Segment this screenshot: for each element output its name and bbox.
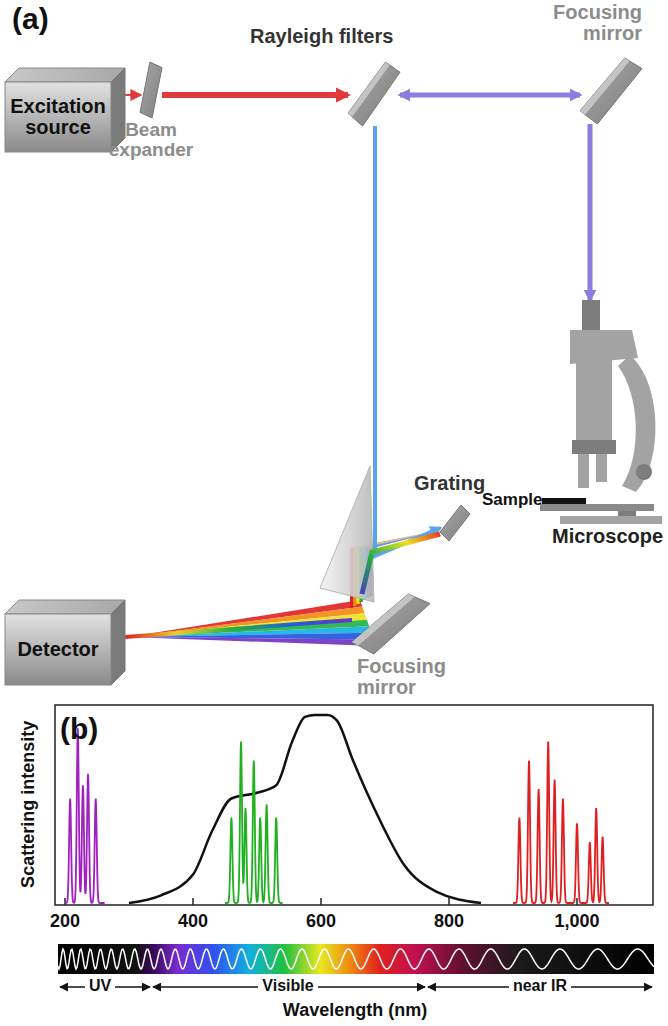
focusing-mirror: Focusing mirror	[352, 594, 430, 654]
axis-title: Wavelength (nm)	[255, 1000, 455, 1021]
light-beam	[162, 92, 348, 98]
part-label: Focusing mirror	[522, 2, 642, 44]
sample-label-text: Sample	[482, 490, 542, 509]
panel-label-text: (a)	[12, 2, 49, 35]
light-beam	[125, 94, 140, 96]
focusing-mirror-shape	[580, 58, 642, 124]
panel-label: (a)	[12, 2, 49, 37]
axis-title-text: Scattering intensity	[18, 721, 38, 888]
range-label: near IR	[490, 977, 590, 995]
tick-label-text: 600	[306, 911, 336, 931]
rayleigh-filter-shape	[348, 62, 400, 126]
range-label-text: UV	[85, 977, 115, 994]
light-beam	[588, 124, 593, 300]
box-label: Excitation source	[5, 82, 111, 152]
range-label-text: near IR	[509, 977, 571, 994]
beam-expander: Beam expander	[140, 62, 162, 118]
focusing-mirror: Focusing mirror	[580, 58, 642, 124]
box-label: Detector	[5, 614, 111, 685]
tick-label: 800	[419, 911, 479, 932]
axis-title-text: Wavelength (nm)	[283, 1000, 427, 1020]
tick-label-text: 400	[178, 911, 208, 931]
range-label: Visible	[238, 977, 338, 995]
wave	[58, 949, 654, 969]
tick-label: 600	[291, 911, 351, 932]
grating-shape	[440, 505, 470, 541]
detector-box: Detector	[5, 600, 125, 685]
tick-label-text: 200	[50, 911, 80, 931]
axis-title: Scattering intensity	[18, 704, 39, 904]
range-label-text: Visible	[258, 977, 317, 994]
part-label: Beam expander	[103, 120, 199, 160]
sample-label: Sample	[482, 490, 542, 510]
sample-slide	[542, 498, 586, 504]
part-label: Microscope	[552, 526, 663, 547]
part-label: Rayleigh filters	[250, 26, 393, 47]
light-source-box: Excitation source	[5, 68, 125, 152]
focusing-mirror-shape	[352, 594, 430, 654]
grating: Grating	[440, 505, 470, 541]
tick-label-text: 1,000	[554, 911, 599, 931]
light-beam	[362, 534, 440, 594]
light-beam	[125, 620, 352, 637]
spectrum-bar	[58, 944, 654, 974]
tick-label: 400	[163, 911, 223, 932]
range-label: UV	[60, 977, 140, 995]
microscope-shape	[540, 300, 665, 524]
panel-label: (b)	[60, 712, 98, 747]
rayleigh-filter: Rayleigh filters	[348, 62, 400, 126]
tick-label: 1,000	[547, 911, 607, 932]
panel-label-text: (b)	[60, 712, 98, 745]
tick-label: 200	[35, 911, 95, 932]
part-label: Focusing mirror	[357, 656, 477, 698]
beam-expander-shape	[140, 62, 162, 118]
tick-label-text: 800	[434, 911, 464, 931]
spectra	[65, 715, 609, 903]
microscope: Microscope	[540, 300, 665, 524]
light-beam	[400, 93, 580, 98]
part-label: Grating	[414, 473, 485, 494]
plot-frame	[55, 705, 653, 905]
